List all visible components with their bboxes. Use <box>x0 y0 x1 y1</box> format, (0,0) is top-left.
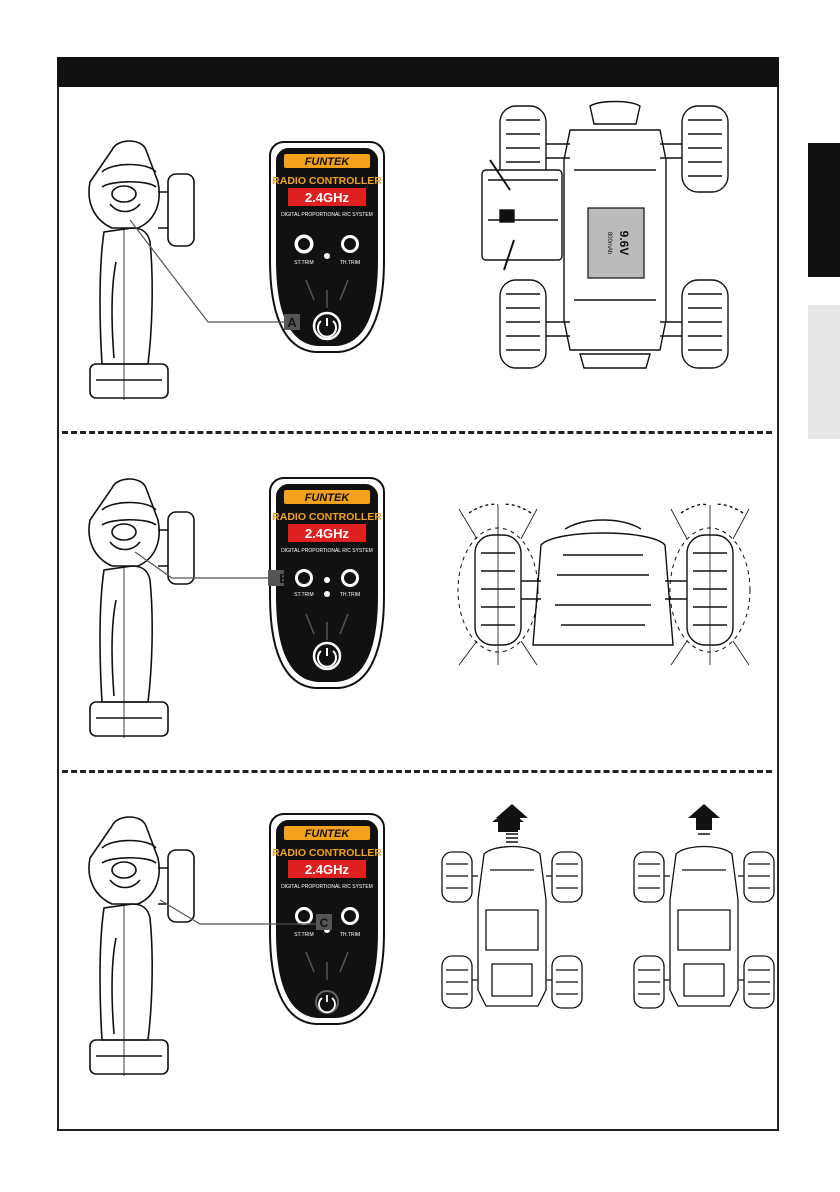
battery-voltage: 9.6V <box>617 231 631 256</box>
callout-b-label: B <box>279 571 288 586</box>
truck-steering-diagram <box>445 495 760 675</box>
callout-a-label: A <box>287 315 297 330</box>
battery-pack <box>588 208 644 278</box>
wheel-rear-right <box>682 280 728 368</box>
truck-forward-motion-2 <box>632 800 777 1012</box>
battery-capacity: 800mAh <box>606 232 612 254</box>
truck-topview-battery: 9.6V 800mAh <box>470 100 745 375</box>
callout-c-label: C <box>320 916 329 930</box>
truck-forward-motion-1 <box>440 800 585 1012</box>
forward-arrow-icon <box>688 804 720 830</box>
wheel-front-right <box>682 106 728 192</box>
wheel-rear-left <box>500 280 546 368</box>
